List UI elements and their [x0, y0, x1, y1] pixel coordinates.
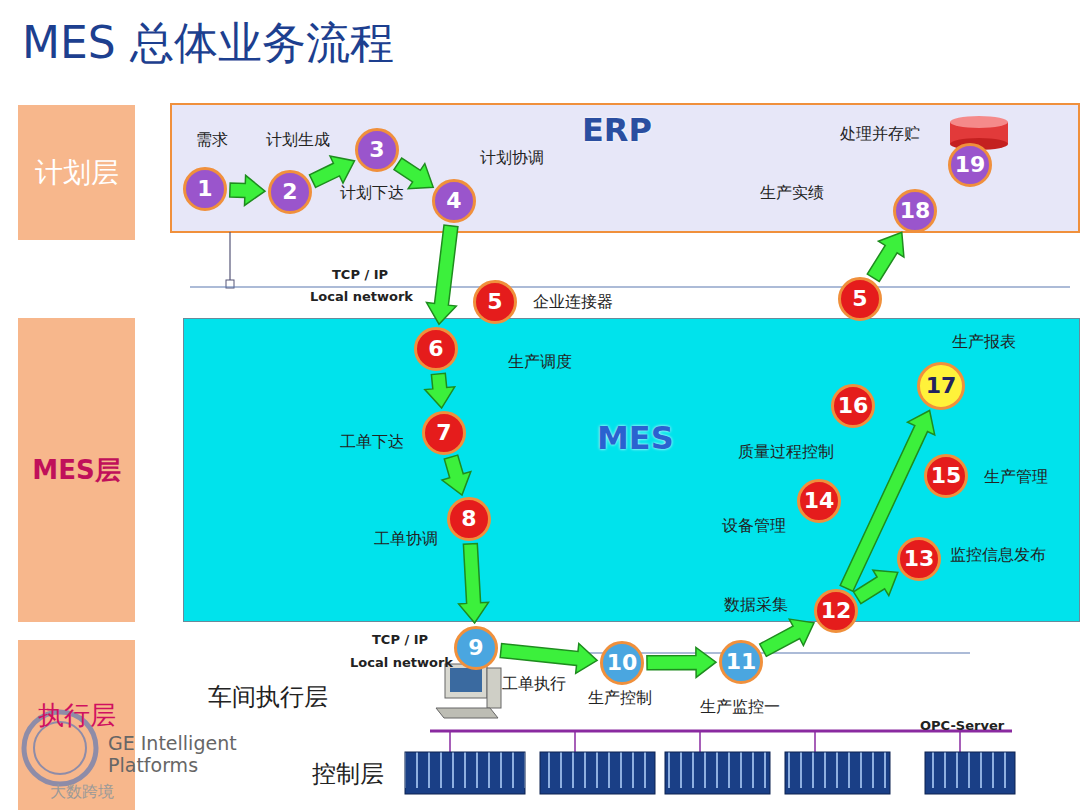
step-label: 监控信息发布: [950, 545, 1046, 566]
step-label: 计划协调: [480, 148, 544, 169]
step-label: 生产调度: [508, 352, 572, 373]
step-number: 5: [487, 291, 502, 313]
flow-arrow: [760, 619, 814, 656]
step-label: 质量过程控制: [738, 442, 834, 463]
step-label: 生产实绩: [760, 183, 824, 204]
step-circle: 2: [268, 170, 312, 214]
step-number: 6: [428, 338, 443, 360]
step-number: 10: [607, 652, 638, 674]
step-number: 1: [197, 178, 212, 200]
step-label: 工单下达: [340, 432, 404, 453]
step-label: 处理并存贮: [840, 124, 920, 145]
diagram-title: MES 总体业务流程: [22, 14, 394, 73]
flow-arrow: [867, 232, 904, 281]
step-circle: 17: [917, 362, 965, 410]
computer-icon: [436, 664, 501, 718]
step-circle: 9: [454, 626, 498, 670]
step-label: TCP / IP: [372, 632, 428, 647]
step-number: 17: [926, 375, 957, 397]
step-label: 生产控制: [588, 688, 652, 709]
layer-name: MES层: [32, 453, 120, 488]
watermark: 大数跨境: [50, 782, 114, 803]
step-circle: 3: [355, 128, 399, 172]
flow-arrow: [840, 411, 935, 592]
step-label: Local network: [310, 289, 413, 304]
step-label: 车间执行层: [208, 681, 328, 713]
step-label: 生产管理: [984, 467, 1048, 488]
step-number: 13: [904, 548, 935, 570]
layer-band: MES层: [18, 318, 135, 622]
step-number: 14: [804, 490, 835, 512]
plc-racks: [405, 752, 1015, 794]
step-number: 2: [282, 181, 297, 203]
system-name: ERP: [582, 111, 652, 149]
network-drop: [229, 232, 230, 284]
network-line: [190, 286, 1070, 287]
step-label: 计划下达: [340, 183, 404, 204]
step-number: 12: [821, 600, 852, 622]
step-number: 7: [436, 422, 451, 444]
step-circle: 8: [447, 497, 491, 541]
step-label: 需求: [196, 130, 228, 151]
database-icon: [950, 116, 1008, 150]
step-label: 控制层: [312, 758, 384, 790]
flow-arrow: [427, 225, 458, 324]
step-circle: 7: [422, 411, 466, 455]
bus-drops: [450, 731, 960, 752]
step-circle: 11: [719, 640, 763, 684]
step-circle: 12: [814, 589, 858, 633]
step-label: 生产报表: [952, 332, 1016, 353]
logo-text: GE Intelligent Platforms: [108, 733, 308, 777]
step-number: 4: [446, 190, 461, 212]
step-circle: 15: [924, 454, 968, 498]
step-circle: 19: [948, 143, 992, 187]
step-number: 3: [369, 139, 384, 161]
step-number: 15: [931, 465, 962, 487]
step-label: 工单协调: [374, 529, 438, 550]
system-band: MES 6 7 8 17 16 15 14 13 12: [183, 318, 1080, 622]
layer-name: 执行层: [38, 698, 116, 733]
step-circle: 4: [432, 179, 476, 223]
step-circle: 14: [797, 479, 841, 523]
step-circle: 18: [893, 189, 937, 233]
step-label: 设备管理: [722, 516, 786, 537]
step-circle: 10: [600, 641, 644, 685]
layer-band: 计划层: [18, 105, 135, 240]
flow-arrow: [425, 373, 455, 408]
step-circle: 5: [838, 277, 882, 321]
step-number: 18: [900, 200, 931, 222]
step-circle: 5: [473, 280, 517, 324]
flow-arrow: [500, 644, 597, 674]
system-band: ERP 1 2 3 4 19 18: [170, 103, 1080, 233]
layer-name: 计划层: [35, 154, 119, 192]
step-label: 企业连接器: [533, 292, 613, 313]
step-number: 11: [726, 651, 757, 673]
flow-arrow: [647, 647, 716, 677]
step-number: 8: [461, 508, 476, 530]
step-circle: 6: [414, 327, 458, 371]
step-circle: 13: [897, 537, 941, 581]
step-label: OPC-Server: [920, 718, 1004, 733]
system-name: MES: [597, 419, 674, 457]
step-label: 计划生成: [266, 130, 330, 151]
step-number: 19: [955, 154, 986, 176]
step-circle: 16: [831, 384, 875, 428]
step-label: 数据采集: [724, 595, 788, 616]
flow-arrow: [230, 175, 265, 205]
step-label: 工单执行: [502, 674, 566, 695]
flow-arrow: [459, 544, 489, 623]
step-number: 5: [852, 288, 867, 310]
step-circle: 1: [183, 167, 227, 211]
step-number: 9: [468, 637, 483, 659]
step-label: Local network: [350, 655, 453, 670]
flow-arrow: [310, 156, 355, 187]
step-number: 16: [838, 395, 869, 417]
ge-logo: [24, 712, 96, 784]
flow-arrow: [442, 455, 471, 495]
step-label: TCP / IP: [332, 267, 388, 282]
step-label: 生产监控一: [700, 697, 780, 718]
